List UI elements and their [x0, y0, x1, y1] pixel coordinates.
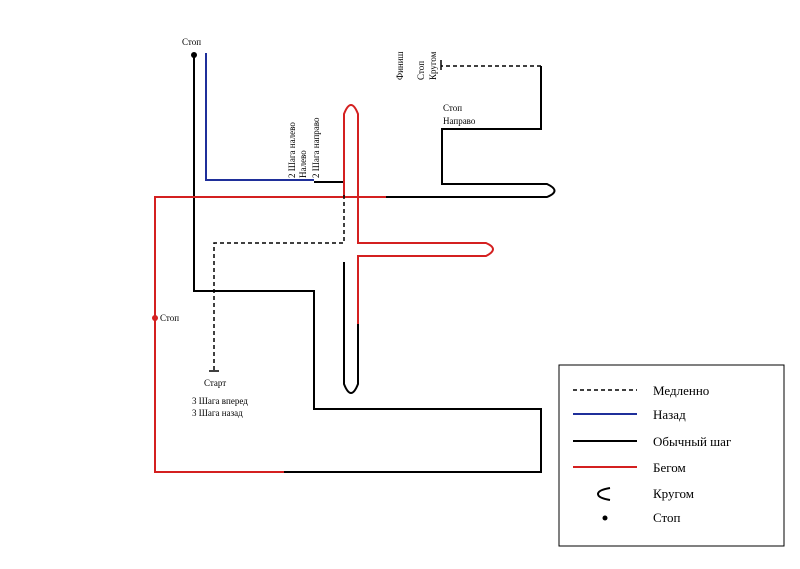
legend: Медленно Назад Обычный шаг Бегом Кругом …: [558, 364, 785, 547]
label-right: Направо: [443, 116, 476, 126]
path-run: [154, 196, 386, 473]
label-turn-vertical: Кругом: [428, 51, 438, 80]
legend-back-label: Назад: [653, 407, 686, 422]
legend-stop-label: Стоп: [653, 510, 681, 525]
legend-normal-label: Обычный шаг: [653, 434, 731, 449]
path-normal-walk: [193, 55, 542, 473]
label-steps-back: 3 Шага назад: [192, 408, 243, 418]
label-two-right: 2 Шага направо: [311, 117, 321, 178]
legend-turn-label: Кругом: [653, 486, 694, 501]
label-finish: Финиш: [395, 51, 405, 80]
label-stop-vertical: Стоп: [416, 61, 426, 80]
stop-dot-icon: [602, 515, 608, 521]
label-stop-left: Стоп: [160, 313, 179, 323]
legend-box: [558, 364, 785, 547]
path-slow-right: [441, 65, 542, 129]
path-normal-hairpin-bottom: [343, 262, 359, 394]
label-start: Старт: [204, 378, 226, 388]
legend-run-label: Бегом: [653, 460, 686, 475]
turn-icon: [596, 487, 611, 501]
stop-dot-left: [152, 315, 158, 321]
path-normal-right: [386, 66, 556, 198]
path-back: [205, 53, 314, 181]
label-stop-top: Стоп: [182, 37, 201, 47]
path-run-hairpin-top: [343, 104, 494, 324]
label-left: Налево: [298, 150, 308, 178]
label-stop-right: Стоп: [443, 103, 462, 113]
legend-slow-label: Медленно: [653, 383, 709, 398]
label-two-left: 2 Шага налево: [287, 122, 297, 178]
stop-dot-top: [191, 52, 197, 58]
label-steps-forward: 3 Шага вперед: [192, 396, 248, 406]
path-slow-left: [213, 195, 345, 371]
